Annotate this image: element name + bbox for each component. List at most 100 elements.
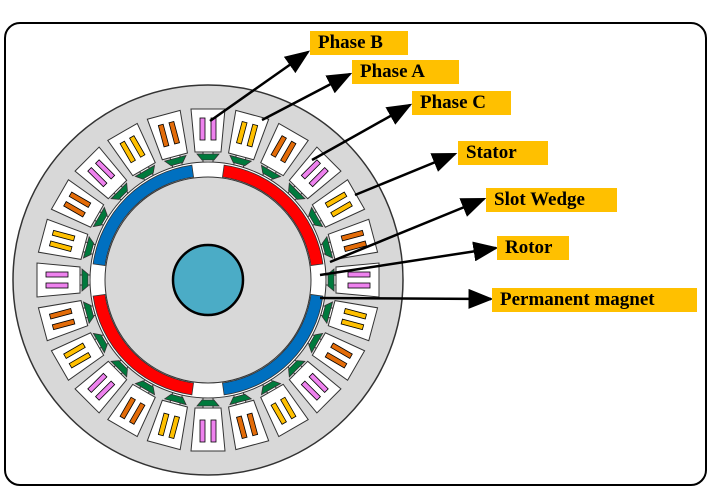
coil-bar <box>68 191 92 208</box>
coil-bar <box>246 123 259 148</box>
coil-bar <box>119 140 136 164</box>
coil-bar <box>51 229 76 242</box>
slot-wedge <box>260 380 282 396</box>
stator-slot <box>190 397 226 452</box>
stator-slot <box>37 218 96 260</box>
coil-bar <box>324 352 348 369</box>
coil-bar <box>308 167 329 188</box>
coil-bar <box>63 201 86 218</box>
coil-bar <box>330 201 353 218</box>
slot-wedge <box>260 164 282 180</box>
coil-bar <box>157 123 170 148</box>
magnets <box>92 164 324 396</box>
stator-slot <box>307 179 366 228</box>
stator-slot <box>74 146 129 201</box>
permanent-magnet-segment <box>222 294 324 396</box>
coil-bar <box>45 271 69 278</box>
callout-arrows <box>209 50 499 309</box>
stator-slot <box>107 379 156 438</box>
coil-bar <box>129 135 146 158</box>
coil-bar <box>87 372 108 393</box>
arrow-stator <box>354 152 458 197</box>
coil-bar <box>87 167 108 188</box>
label-rotor: Rotor <box>497 236 569 260</box>
slot-wedge <box>163 393 187 406</box>
coil-bar <box>347 271 371 278</box>
coil-bar <box>51 318 76 331</box>
stator-slot <box>287 359 342 414</box>
slot-wedge <box>134 164 156 180</box>
coil-bar <box>343 240 368 252</box>
coil-bar <box>343 308 368 320</box>
stator-slot <box>260 122 309 181</box>
slot-wedge <box>82 235 95 259</box>
arrow-phase-b <box>209 50 311 123</box>
arrow-phase-c <box>311 103 413 162</box>
coil-bar <box>48 308 73 320</box>
stator-slot <box>260 379 309 438</box>
coil-bar <box>270 135 287 158</box>
coil-bar <box>308 372 329 393</box>
coil-bar <box>280 396 297 420</box>
slot-wedge <box>110 182 128 200</box>
arrow-slot-wedge <box>329 197 487 264</box>
stator-slot <box>146 392 188 451</box>
slot-wedge <box>321 301 334 325</box>
coil-bar <box>300 159 321 180</box>
label-phase-b: Phase B <box>310 31 408 55</box>
stator-slot <box>50 332 109 381</box>
permanent-magnet-segment <box>92 164 194 266</box>
slot-wedge <box>196 153 220 161</box>
shaft <box>171 243 245 317</box>
label-permanent-magnet: Permanent magnet <box>492 288 697 312</box>
coil-bar <box>157 412 170 437</box>
permanent-magnet-segment <box>222 164 324 266</box>
coil-bar <box>119 396 136 420</box>
coil-bar <box>168 415 180 440</box>
stator-slots <box>36 108 380 452</box>
slot-wedge <box>134 380 156 396</box>
stator-slot <box>228 392 270 451</box>
coil-bar <box>300 380 321 401</box>
coil-bar <box>95 380 116 401</box>
coil-bar <box>199 419 206 443</box>
coil-bar <box>347 282 371 289</box>
coil-bar <box>168 120 180 145</box>
label-phase-a: Phase A <box>352 60 459 84</box>
slot-wedge <box>288 360 306 378</box>
coil-bar <box>63 342 86 359</box>
slot-wedge <box>196 399 220 407</box>
stator-slot <box>36 262 91 298</box>
slot-wedge <box>92 332 108 354</box>
coil-bar <box>340 229 365 242</box>
stator-slot <box>320 218 379 260</box>
slot-wedge <box>308 206 324 228</box>
coil-bar <box>210 117 217 141</box>
slot-wedge <box>288 182 306 200</box>
coil-bar <box>270 402 287 425</box>
stator-slot <box>107 122 156 181</box>
slot-wedge <box>229 154 253 167</box>
stator-slot <box>37 300 96 342</box>
arrow-phase-a <box>261 72 353 122</box>
coil-bar <box>95 159 116 180</box>
slot-wedge <box>110 360 128 378</box>
label-slot-wedge: Slot Wedge <box>486 188 617 212</box>
stator-slot <box>287 146 342 201</box>
slot-wedge <box>81 268 89 292</box>
stator-slot <box>228 109 270 168</box>
stator-slot <box>50 179 109 228</box>
stator-slot <box>74 359 129 414</box>
slot-wedge <box>92 206 108 228</box>
stator-slot <box>146 109 188 168</box>
coil-bar <box>236 120 248 145</box>
coil-bar <box>129 402 146 425</box>
slot-wedge <box>229 393 253 406</box>
slot-wedge <box>82 301 95 325</box>
coil-bar <box>48 240 73 252</box>
label-stator: Stator <box>458 141 548 165</box>
coil-bar <box>236 415 248 440</box>
slot-wedge <box>163 154 187 167</box>
label-phase-c: Phase C <box>412 91 511 115</box>
